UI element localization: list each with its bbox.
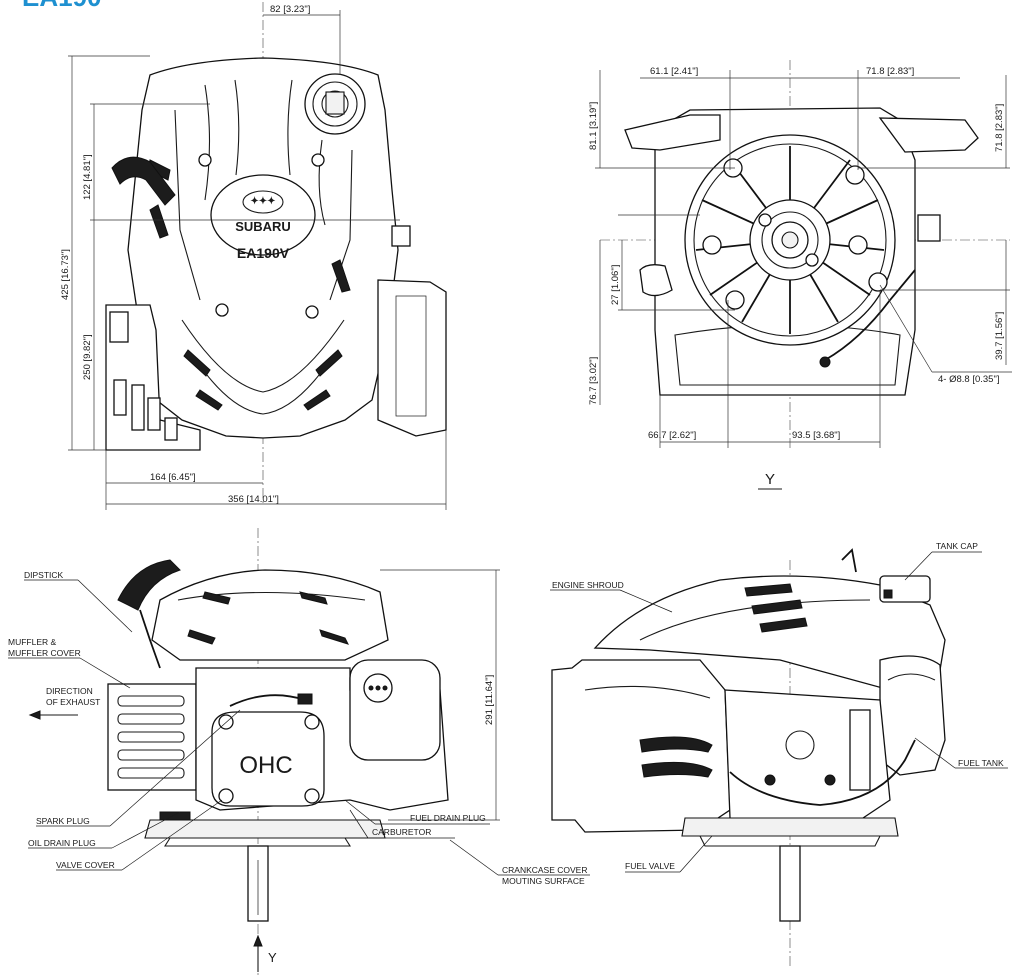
dim-27: 27 [1.06"]: [610, 265, 621, 305]
perspective-view: ENGINE SHROUD TANK CAP FUEL TANK FUEL VA…: [550, 541, 1008, 968]
arrow-y-label: Y: [268, 950, 277, 965]
dim-81-1: 81.1 [3.19"]: [588, 102, 599, 150]
brand-name: SUBARU: [235, 219, 291, 234]
dim-71-8-right: 71.8 [2.83"]: [994, 104, 1005, 152]
muffler-fins: [117, 695, 185, 779]
side-view-leaders: [8, 579, 590, 876]
vent-slots: [147, 159, 351, 411]
label-dipstick: DIPSTICK: [24, 570, 64, 580]
label-valve-cover: VALVE COVER: [56, 860, 115, 870]
dim-250: 250 [9.82"]: [82, 334, 93, 380]
label-crankcase-2: MOUTING SURFACE: [502, 876, 585, 886]
dim-356: 356 [14.01"]: [228, 494, 279, 505]
dim-76-7: 76.7 [3.02"]: [588, 357, 599, 405]
dim-164: 164 [6.45"]: [150, 472, 196, 483]
label-exhaust-2: OF EXHAUST: [46, 697, 100, 707]
label-spark-plug: SPARK PLUG: [36, 816, 90, 826]
label-engine-shroud: ENGINE SHROUD: [552, 580, 624, 590]
emblem-stars: ✦✦✦: [250, 196, 275, 207]
dim-122: 122 [4.81"]: [82, 154, 93, 200]
dim-holes: 4- Ø8.8 [0.35"]: [938, 374, 999, 385]
shroud-slots: [744, 583, 808, 633]
label-exhaust-1: DIRECTION: [46, 686, 93, 696]
label-fuel-valve: FUEL VALVE: [625, 861, 675, 871]
dim-425: 425 [16.73"]: [60, 249, 71, 300]
model-title: EA190: [22, 0, 102, 12]
label-crankcase-1: CRANKCASE COVER: [502, 865, 588, 875]
dim-61-1: 61.1 [2.41"]: [650, 66, 698, 77]
ohc-text: OHC: [239, 752, 292, 779]
label-fuel-tank: FUEL TANK: [958, 758, 1004, 768]
label-carburetor: CARBURETOR: [372, 827, 431, 837]
dim-82: 82 [3.23"]: [270, 4, 310, 15]
label-oil-drain: OIL DRAIN PLUG: [28, 838, 96, 848]
dim-291: 291 [11.64"]: [484, 675, 495, 725]
bottom-view: 61.1 [2.41"] 71.8 [2.83"] 81.1 [3.19"] 2…: [588, 60, 1012, 490]
model-badge: EA190V: [237, 245, 290, 261]
label-tank-cap: TANK CAP: [936, 541, 978, 551]
side-view: OHC Y 291 [11.64"]: [8, 528, 590, 975]
dim-66-7: 66.7 [2.62"]: [648, 430, 696, 441]
front-view: ✦✦✦ SUBARU EA190V 82 [3.23"] 425 [16.73"…: [60, 2, 447, 510]
dim-71-8-top: 71.8 [2.83"]: [866, 66, 914, 77]
dim-93-5: 93.5 [3.68"]: [792, 430, 840, 441]
label-muffler-1: MUFFLER &: [8, 637, 57, 647]
label-fuel-drain: FUEL DRAIN PLUG: [410, 813, 486, 823]
view-y-label: Y: [765, 471, 775, 488]
dim-39-7: 39.7 [1.56"]: [994, 312, 1005, 360]
label-muffler-2: MUFFLER COVER: [8, 648, 81, 658]
